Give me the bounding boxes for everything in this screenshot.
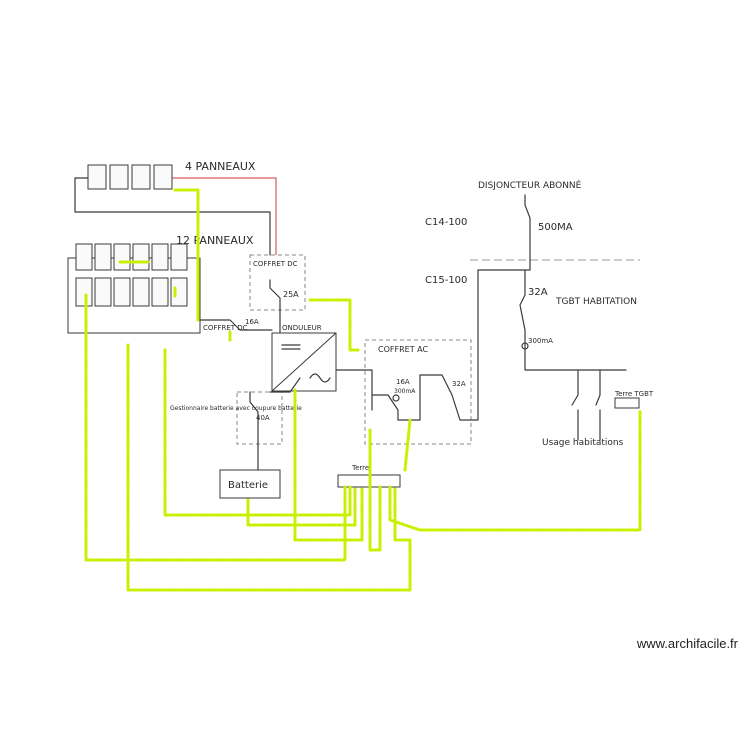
label-40a: 40A: [256, 414, 270, 422]
panel-group-4: [74, 164, 271, 256]
dc-top-switch: [269, 279, 281, 319]
tgbt-earth-box: [614, 397, 640, 409]
label-c15-100: C15-100: [425, 275, 467, 286]
label-disjoncteur: DISJONCTEUR ABONNÉ: [478, 179, 582, 191]
onduleur-box: [271, 332, 337, 392]
label-batterie: Batterie: [228, 480, 268, 491]
panel-group-12: [67, 243, 201, 334]
label-coffret-ac: COFFRET AC: [378, 345, 428, 354]
label-coffret-dc-mid: COFFRET DC: [203, 324, 248, 332]
label-25a: 25A: [283, 290, 299, 299]
label-500ma: 500MA: [538, 222, 573, 233]
label-300ma: 300mA: [528, 337, 553, 345]
label-4-panneaux: 4 PANNEAUX: [185, 160, 256, 173]
coffret-dc-top-box: [249, 254, 306, 311]
label-32a-ac: 32A: [452, 380, 466, 388]
label-300ma-ac: 300mA: [394, 388, 416, 395]
label-32a: 32A: [528, 287, 548, 298]
label-coffret-dc-top: COFFRET DC: [253, 260, 298, 268]
label-terre: Terre: [351, 464, 369, 472]
label-gestionnaire: Gestionnaire batterie avec coupure batte…: [170, 405, 302, 412]
label-dc-rating: 16A: [245, 318, 259, 326]
battery-box: [219, 469, 281, 499]
label-usage: Usage habitations: [542, 438, 624, 448]
label-tgbt: TGBT HABITATION: [555, 297, 637, 307]
watermark: www.archifacile.fr: [636, 636, 738, 651]
earth-conductors: [84, 188, 642, 592]
coffret-ac-box: [364, 339, 472, 445]
label-onduleur: ONDULEUR: [282, 324, 322, 332]
gestionnaire-box: [236, 391, 283, 445]
label-12-panneaux: 12 PANNEAUX: [176, 234, 254, 247]
label-16a: 16A: [396, 378, 410, 386]
label-terre-tgbt: Terre TGBT: [614, 390, 654, 398]
label-c14-100: C14-100: [425, 217, 467, 228]
red-wire: [172, 177, 277, 255]
